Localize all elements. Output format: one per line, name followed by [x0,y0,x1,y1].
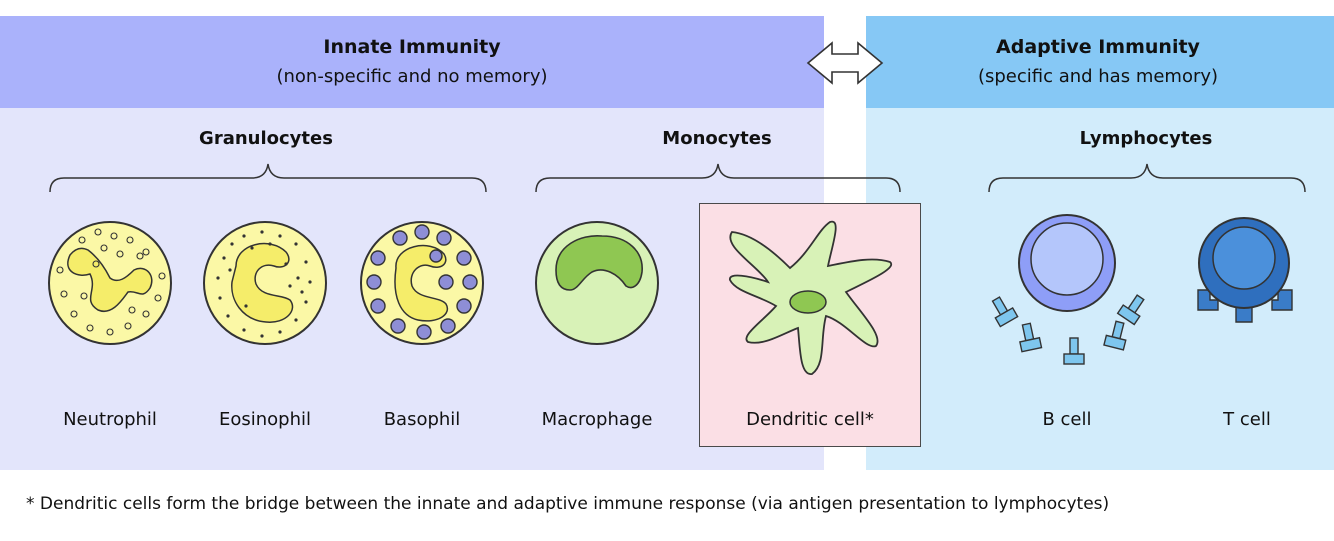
basophil-cell [360,221,484,345]
adaptive-immunity-title: Adaptive Immunity [996,36,1200,58]
group-braces [49,163,1306,193]
lymphocytes-label: Lymphocytes [1079,128,1213,149]
dendritic-cell [729,221,893,375]
neutrophil-cell [48,221,172,345]
neutrophil-label: Neutrophil [63,409,157,430]
macrophage-label: Macrophage [541,409,653,430]
innate-immunity-subtitle: (non-specific and no memory) [276,66,548,87]
monocytes-label: Monocytes [662,128,772,149]
double-arrow-icon [806,41,884,85]
innate-immunity-header [0,16,824,108]
t-cell [1197,217,1293,323]
granulocytes-label: Granulocytes [199,128,333,149]
monocytes-brace [535,163,901,193]
b-cell-label: B cell [1042,409,1092,430]
b-cell-receptors [991,294,1145,365]
dendritic-cell-label: Dendritic cell* [746,409,874,430]
eosinophil-label: Eosinophil [218,409,312,430]
lymphocytes-brace [988,163,1306,193]
granulocytes-brace [49,163,487,193]
eosinophil-cell [203,221,327,345]
innate-immunity-title: Innate Immunity [323,36,501,58]
adaptive-immunity-subtitle: (specific and has memory) [977,66,1219,87]
adaptive-immunity-header [866,16,1334,108]
footnote: * Dendritic cells form the bridge betwee… [26,494,1110,514]
basophil-label: Basophil [383,409,461,430]
macrophage-cell [535,221,659,345]
t-cell-label: T cell [1223,409,1271,430]
b-cell [991,214,1145,365]
